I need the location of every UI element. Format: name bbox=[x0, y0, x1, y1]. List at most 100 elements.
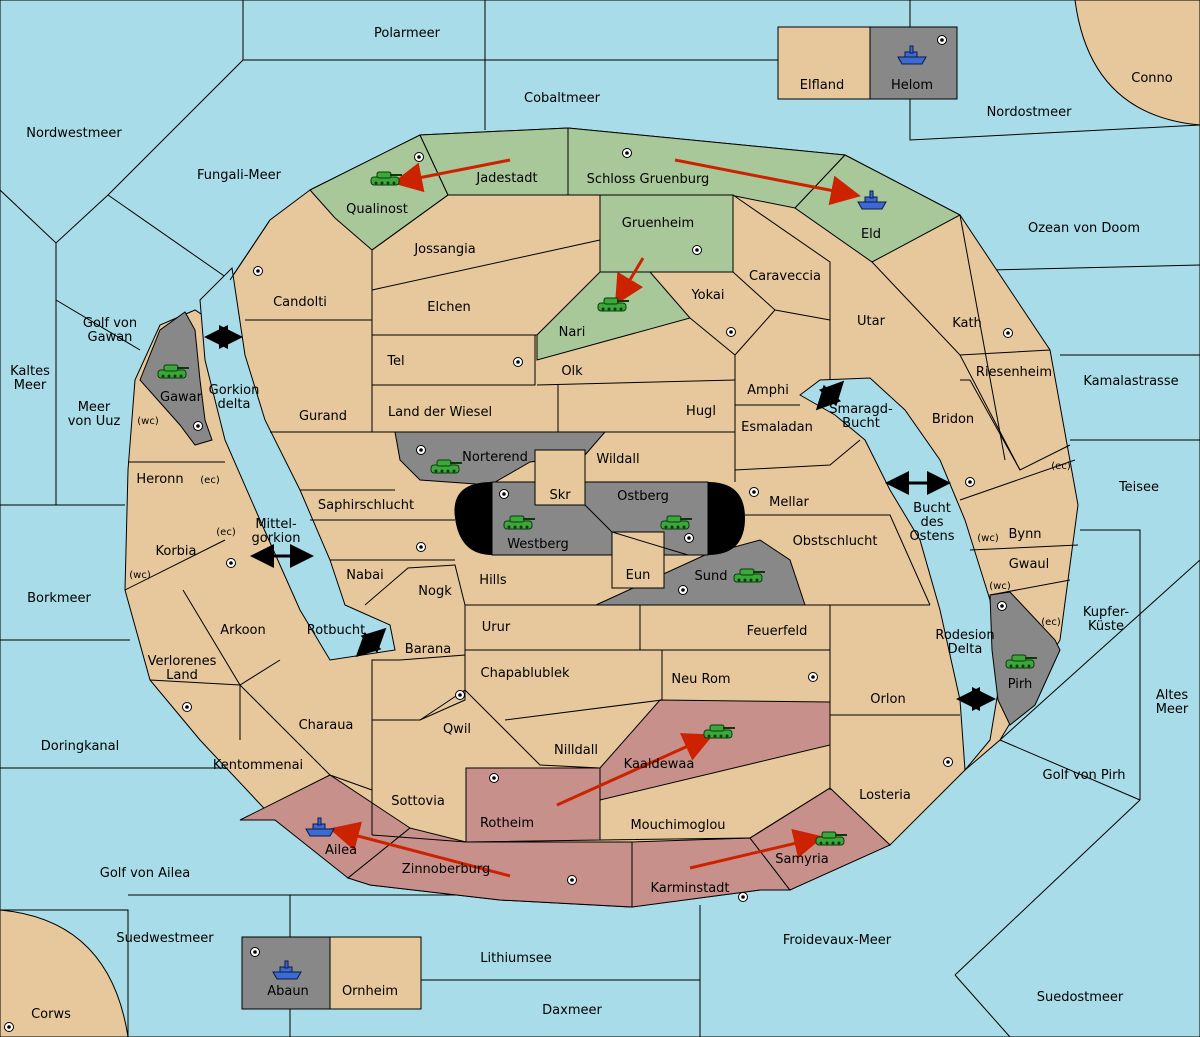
move-order-arrow bbox=[556, 733, 714, 807]
label-olk: Olk bbox=[561, 364, 583, 379]
label-daxmeer: Daxmeer bbox=[542, 1003, 602, 1018]
label-mittelgorkion-2: gorkion bbox=[252, 531, 301, 546]
label-meer-von-uuz-2: von Uuz bbox=[68, 414, 121, 429]
region-corws[interactable] bbox=[0, 909, 129, 1037]
label-ailea: Ailea bbox=[325, 843, 357, 858]
label-qualinost: Qualinost bbox=[346, 202, 408, 217]
move-order-arrow bbox=[614, 257, 645, 306]
label-bridon: Bridon bbox=[932, 412, 974, 427]
label-coast-wc: (wc) bbox=[977, 533, 999, 544]
label-kaltes-meer-1: Kaltes bbox=[10, 364, 50, 379]
supply-center-icon bbox=[749, 487, 759, 497]
region-eun[interactable] bbox=[611, 531, 665, 589]
label-bucht-des-ostens-3: Ostens bbox=[909, 529, 954, 544]
region-skr[interactable] bbox=[534, 449, 586, 506]
label-westberg: Westberg bbox=[507, 537, 569, 552]
supply-center-icon bbox=[567, 875, 577, 885]
supply-center-icon bbox=[182, 702, 192, 712]
label-smaragd-bucht-2: Bucht bbox=[842, 416, 880, 431]
region-gawar[interactable] bbox=[139, 311, 213, 446]
label-barana: Barana bbox=[405, 642, 451, 657]
channel-east bbox=[799, 377, 1001, 772]
label-bucht-des-ostens-1: Bucht bbox=[913, 501, 951, 516]
label-ostberg: Ostberg bbox=[617, 489, 669, 504]
label-candolti: Candolti bbox=[273, 295, 327, 310]
label-yokai: Yokai bbox=[690, 288, 724, 303]
supply-center-icon bbox=[499, 489, 509, 499]
label-jossangia: Jossangia bbox=[413, 242, 475, 257]
supply-center-icon bbox=[937, 35, 947, 45]
supply-center-icon bbox=[808, 672, 818, 682]
label-korbia: Korbia bbox=[155, 544, 196, 559]
connection-arrows bbox=[204, 325, 996, 711]
supply-center-icon bbox=[622, 148, 632, 158]
label-qwil: Qwil bbox=[443, 722, 471, 737]
label-bynn: Bynn bbox=[1008, 527, 1041, 542]
supply-center-icon bbox=[997, 601, 1007, 611]
double-arrow-icon bbox=[355, 627, 387, 658]
move-order-arrow bbox=[674, 158, 861, 206]
label-coast-ec: (ec) bbox=[200, 475, 220, 486]
label-golf-von-ailea: Golf von Ailea bbox=[100, 866, 190, 881]
supply-center-icon bbox=[513, 357, 523, 367]
label-pirh: Pirh bbox=[1008, 677, 1033, 692]
label-hills: Hills bbox=[479, 573, 507, 588]
label-tel: Tel bbox=[386, 354, 404, 369]
label-meer-von-uuz-1: Meer bbox=[78, 400, 111, 415]
label-charaua: Charaua bbox=[299, 718, 354, 733]
supply-center-icon bbox=[738, 892, 748, 902]
label-elchen: Elchen bbox=[427, 300, 470, 315]
capsule-east-cap bbox=[708, 482, 745, 555]
label-coast-wc: (wc) bbox=[129, 570, 151, 581]
label-altes-meer-2: Meer bbox=[1156, 702, 1189, 717]
label-coast-ec: (ec) bbox=[216, 527, 236, 538]
label-suedostmeer: Suedostmeer bbox=[1037, 990, 1124, 1005]
label-mittelgorkion-1: Mittel- bbox=[255, 517, 297, 532]
label-suedwestmeer: Suedwestmeer bbox=[116, 931, 214, 946]
label-doringkanal: Doringkanal bbox=[41, 739, 120, 754]
label-riesenheim: Riesenheim bbox=[976, 365, 1052, 380]
label-feuerfeld: Feuerfeld bbox=[747, 624, 808, 639]
label-arkoon: Arkoon bbox=[220, 623, 265, 638]
label-cobaltmeer: Cobaltmeer bbox=[524, 91, 601, 106]
label-coast-ec: (ec) bbox=[1041, 617, 1061, 628]
label-skr: Skr bbox=[549, 488, 571, 503]
label-elfland: Elfland bbox=[800, 78, 844, 93]
region-ornheim[interactable] bbox=[329, 936, 422, 1010]
label-eun: Eun bbox=[626, 568, 651, 583]
label-schloss-gruenburg: Schloss Gruenburg bbox=[587, 172, 710, 187]
region-gruenheim[interactable] bbox=[599, 194, 734, 273]
label-froidevaux-meer: Froidevaux-Meer bbox=[783, 933, 892, 948]
label-gorkion-delta-1: Gorkion bbox=[209, 383, 260, 398]
label-rodesion-delta-1: Rodesion bbox=[935, 628, 994, 643]
label-golf-von-gawan-2: Gawan bbox=[88, 330, 133, 345]
label-kaltes-meer-2: Meer bbox=[14, 378, 47, 393]
land-borders bbox=[124, 194, 1079, 843]
label-corws: Corws bbox=[31, 1007, 71, 1022]
label-esmaladan: Esmaladan bbox=[741, 420, 813, 435]
label-gruenheim: Gruenheim bbox=[622, 216, 694, 231]
channel-west bbox=[199, 266, 396, 661]
label-smaragd-bucht-1: Smaragd- bbox=[829, 402, 893, 417]
label-fungali-meer: Fungali-Meer bbox=[197, 168, 282, 183]
supply-center-icon bbox=[455, 690, 465, 700]
label-mouchimoglou: Mouchimoglou bbox=[630, 818, 725, 833]
region-elfland[interactable] bbox=[777, 26, 871, 100]
label-golf-von-gawan-1: Golf von bbox=[83, 316, 137, 331]
label-rotheim: Rotheim bbox=[480, 816, 534, 831]
label-gurand: Gurand bbox=[299, 409, 347, 424]
region-conno[interactable] bbox=[1074, 0, 1200, 126]
label-eld: Eld bbox=[861, 227, 881, 242]
label-bucht-des-ostens-2: des bbox=[920, 515, 943, 530]
label-samyria: Samyria bbox=[775, 852, 829, 867]
label-rodesion-delta-2: Delta bbox=[948, 642, 983, 657]
label-losteria: Losteria bbox=[859, 788, 911, 803]
label-coast-wc: (wc) bbox=[989, 581, 1011, 592]
supply-center-icon bbox=[678, 585, 688, 595]
supply-center-icon bbox=[1003, 328, 1013, 338]
label-ozean-von-doom: Ozean von Doom bbox=[1028, 221, 1140, 236]
label-nordwestmeer: Nordwestmeer bbox=[26, 126, 122, 141]
label-verlorenes-land-2: Land bbox=[166, 668, 198, 683]
